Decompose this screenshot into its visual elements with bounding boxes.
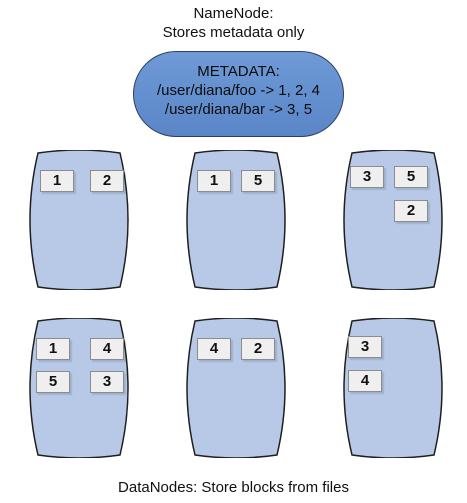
- block-4: 4: [197, 338, 231, 360]
- block-3: 3: [90, 371, 124, 393]
- block-2: 2: [394, 200, 428, 222]
- metadata-heading: METADATA:: [197, 63, 280, 80]
- block-4: 4: [348, 370, 382, 392]
- datanodes-caption: DataNodes: Store blocks from files: [118, 479, 349, 496]
- block-5: 5: [241, 170, 275, 192]
- block-2: 2: [90, 170, 124, 192]
- block-5: 5: [36, 371, 70, 393]
- block-3: 3: [348, 336, 382, 358]
- datanode-shape: [186, 150, 286, 290]
- block-1: 1: [197, 170, 231, 192]
- metadata-node: METADATA: /user/diana/foo -> 1, 2, 4 /us…: [133, 51, 344, 137]
- datanode-shape: [186, 318, 286, 458]
- block-1: 1: [36, 338, 70, 360]
- namenode-title: NameNode:: [193, 5, 274, 22]
- metadata-line-bar: /user/diana/bar -> 3, 5: [164, 101, 313, 118]
- namenode-caption: NameNode: Stores metadata only: [0, 4, 467, 42]
- block-3: 3: [350, 166, 384, 188]
- block-4: 4: [90, 338, 124, 360]
- block-2: 2: [241, 338, 275, 360]
- metadata-line-foo: /user/diana/foo -> 1, 2, 4: [156, 82, 321, 99]
- namenode-subtitle: Stores metadata only: [162, 24, 305, 41]
- block-5: 5: [394, 166, 428, 188]
- block-1: 1: [40, 170, 74, 192]
